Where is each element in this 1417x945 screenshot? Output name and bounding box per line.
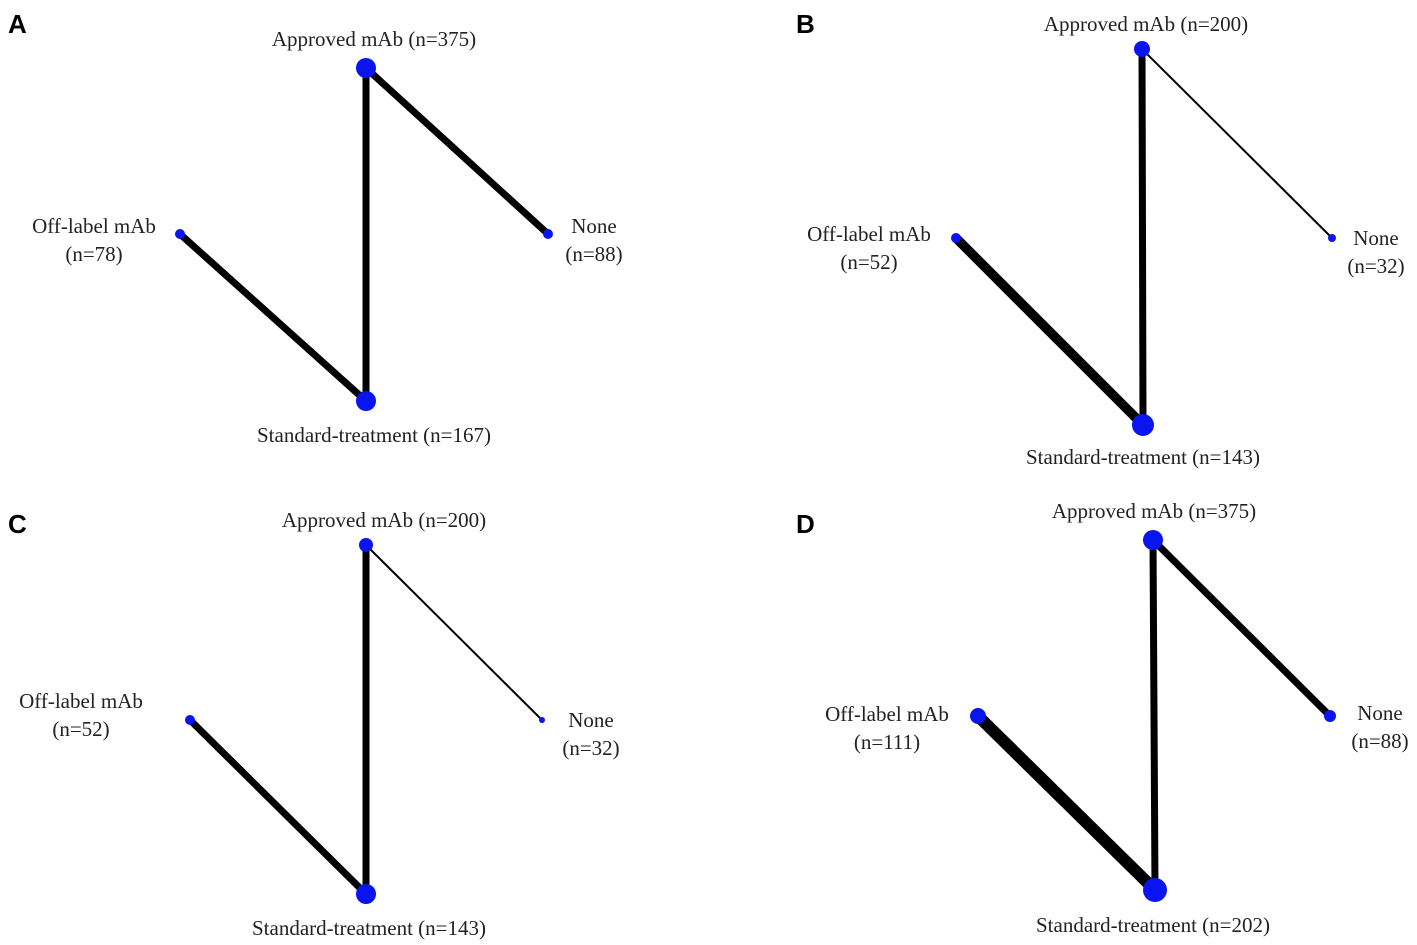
node-approved (356, 58, 376, 78)
edge-offlabel-standard (972, 710, 1161, 896)
panel-b: B Approved mAb (n=200) Off-label mAb (n=52)… (796, 9, 1405, 469)
node-label-offlabel: (n=111) (854, 730, 920, 754)
node-label-approved: Approved mAb (n=200) (1044, 12, 1248, 36)
node-none (543, 229, 553, 239)
edge-offlabel-standard (176, 230, 370, 405)
edge-approved-none (362, 64, 552, 238)
node-standard (1143, 878, 1167, 902)
edge-offlabel-standard (951, 233, 1148, 430)
panel-letter: B (796, 9, 815, 39)
panel-a: A Approved mAb (n=375) Off-label mAb (n=78)… (8, 9, 623, 447)
panel-letter: A (8, 9, 27, 39)
node-label-none: (n=88) (1351, 729, 1408, 753)
node-none (1324, 710, 1336, 722)
node-label-standard: Standard-treatment (n=167) (257, 423, 491, 447)
node-none (1328, 234, 1336, 242)
node-label-none: (n=88) (565, 242, 622, 266)
node-standard (1132, 414, 1154, 436)
node-label-standard: Standard-treatment (n=143) (252, 916, 486, 940)
node-label-offlabel: (n=52) (52, 717, 109, 741)
edge-offlabel-standard (186, 716, 370, 898)
node-label-offlabel: Off-label mAb (807, 222, 931, 246)
edge-approved-standard (1138, 45, 1147, 429)
node-label-none: None (1353, 226, 1399, 250)
node-label-offlabel: (n=78) (65, 242, 122, 266)
node-label-offlabel: (n=52) (840, 250, 897, 274)
node-standard (356, 884, 376, 904)
node-offlabel (175, 229, 185, 239)
edge-approved-standard (1149, 536, 1159, 894)
node-label-approved: Approved mAb (n=200) (282, 508, 486, 532)
node-approved (1143, 530, 1163, 550)
node-label-none: None (1357, 701, 1403, 725)
node-label-offlabel: Off-label mAb (825, 702, 949, 726)
node-approved (1134, 41, 1150, 57)
edge-approved-none (365, 544, 543, 721)
node-label-offlabel: Off-label mAb (19, 689, 143, 713)
panel-d: D Approved mAb (n=375) Off-label mAb (n=111… (796, 499, 1409, 937)
node-standard (356, 391, 376, 411)
node-label-standard: Standard-treatment (n=202) (1036, 913, 1270, 937)
node-label-approved: Approved mAb (n=375) (1052, 499, 1256, 523)
node-approved (359, 538, 373, 552)
node-label-none: None (568, 708, 614, 732)
node-label-none: (n=32) (1347, 254, 1404, 278)
node-label-none: (n=32) (562, 736, 619, 760)
panel-letter: C (8, 509, 27, 539)
edge-approved-none (1141, 48, 1333, 239)
node-offlabel (970, 708, 986, 724)
panel-c: C Approved mAb (n=200) Off-label mAb (n=52)… (8, 508, 620, 940)
node-label-offlabel: Off-label mAb (32, 214, 156, 238)
node-none (539, 717, 545, 723)
node-label-standard: Standard-treatment (n=143) (1026, 445, 1260, 469)
edge-approved-none (1149, 536, 1334, 720)
node-offlabel (185, 715, 195, 725)
node-label-none: None (571, 214, 617, 238)
node-label-approved: Approved mAb (n=375) (272, 27, 476, 51)
node-offlabel (951, 233, 961, 243)
panel-letter: D (796, 509, 815, 539)
